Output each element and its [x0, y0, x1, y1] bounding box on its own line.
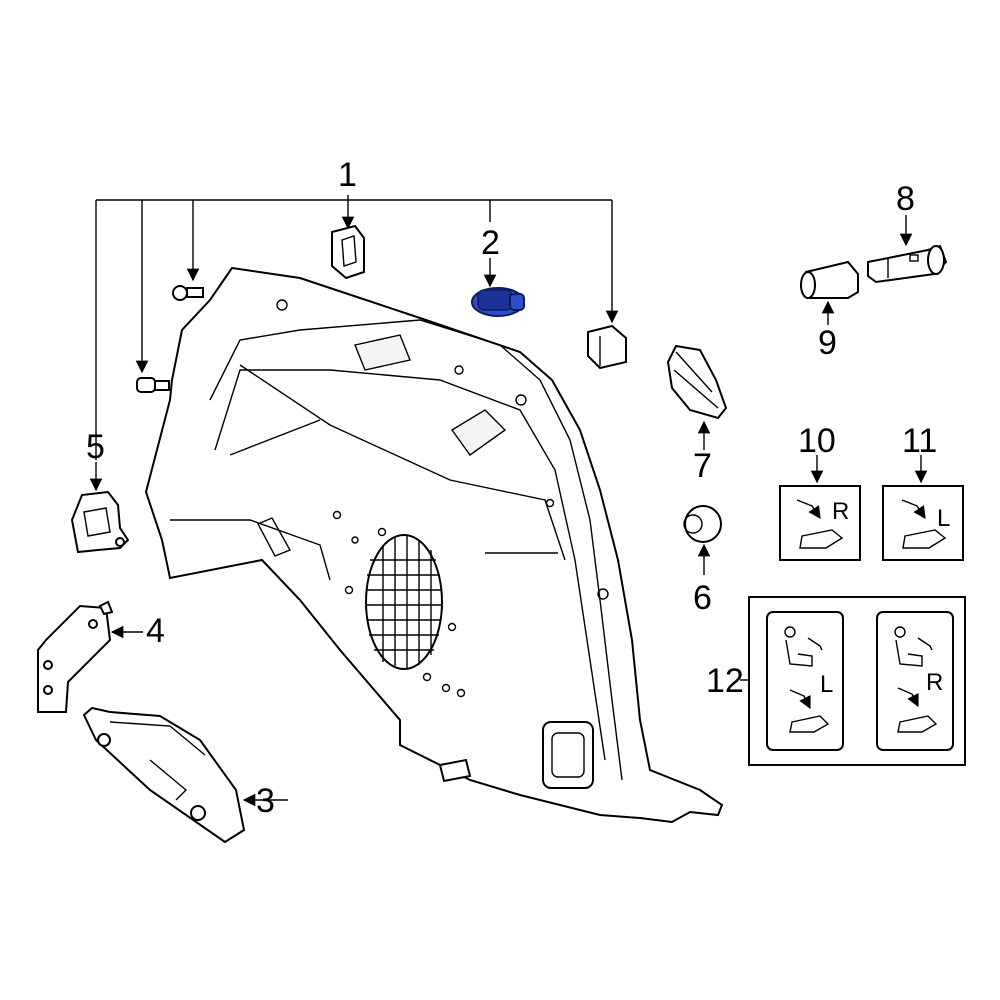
callout-12: 12: [706, 662, 744, 700]
callout-11: 11: [902, 422, 937, 460]
decal-part-11: L: [882, 455, 964, 561]
callout-labels: 1 2 3 4 5 6 7 8 9 10 11 12: [86, 156, 937, 820]
decal-part-10: R: [779, 455, 861, 561]
cap-clip-part-1: [587, 324, 627, 370]
decal-11-letter: L: [937, 505, 950, 532]
callout-6: 6: [693, 579, 712, 617]
latch-part-5: [70, 462, 130, 554]
callout-7: 7: [693, 447, 712, 485]
socket-part-8: [867, 215, 948, 284]
callout-3: 3: [256, 782, 275, 820]
cover-part-7: [666, 344, 728, 450]
callout-9: 9: [818, 324, 837, 362]
callout-10: 10: [798, 422, 836, 460]
decal-12-left-letter: L: [820, 671, 833, 698]
callout-2: 2: [481, 224, 500, 262]
decal-10-letter: R: [832, 498, 849, 525]
callout-5: 5: [86, 428, 105, 466]
grommet-part-6: [683, 505, 722, 575]
decal-set-part-12: L R: [740, 596, 966, 766]
callout-1: 1: [338, 156, 357, 194]
callout-8: 8: [896, 180, 915, 218]
bracket-part-4: [37, 600, 143, 713]
callout-4: 4: [146, 612, 165, 650]
socket-part-9: [800, 260, 859, 325]
callout-1-leaders: [95, 195, 619, 460]
lower-trim-part-3: [82, 706, 288, 844]
quarter-trim-panel: [144, 266, 724, 824]
speaker-grille: [365, 534, 443, 670]
pin-clip-part-1: [136, 377, 170, 393]
decal-12-right-letter: R: [926, 669, 943, 696]
bolt-clip-part-1: [172, 285, 204, 301]
retainer-clip-part-1: [331, 224, 365, 280]
highlighted-clip-part-2: [471, 258, 525, 317]
